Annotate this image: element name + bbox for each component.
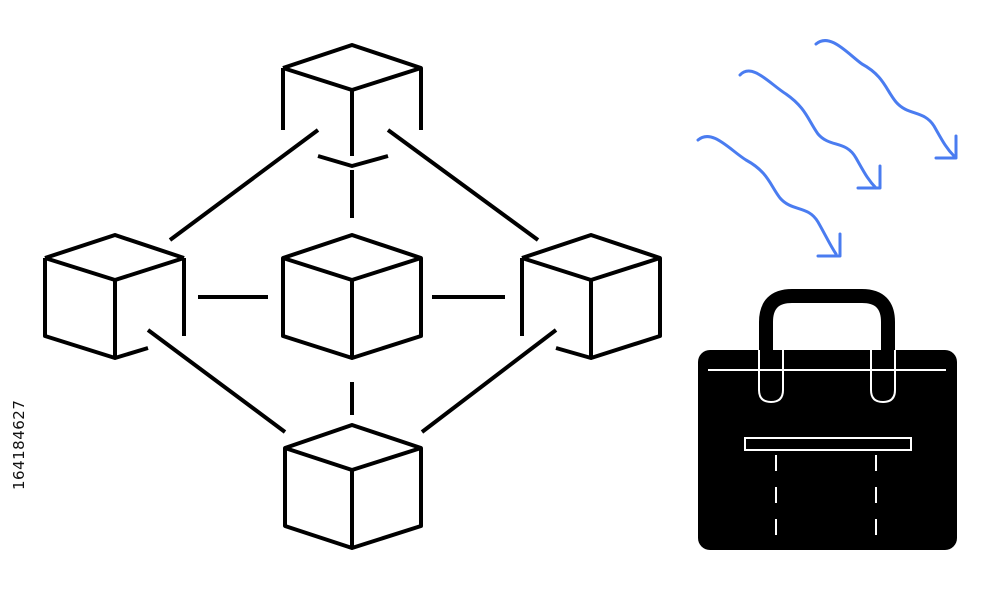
briefcase-handle: [759, 289, 895, 370]
wavy-arrow-left: [696, 135, 842, 258]
cube-right: [520, 233, 662, 360]
cube-center: [281, 233, 423, 360]
cube-top: [281, 43, 423, 168]
briefcase-icon: [698, 289, 957, 550]
network-connectors: [146, 128, 558, 434]
cube-bottom: [283, 423, 423, 550]
wavy-arrow-middle: [738, 69, 882, 190]
briefcase-handle-loops: [758, 350, 896, 404]
wavy-arrows-icon: [696, 39, 958, 258]
briefcase-latch: [744, 437, 912, 451]
blockchain-network-icon: [43, 43, 662, 550]
stock-image-id: 164184627: [10, 399, 28, 490]
wavy-arrow-right: [814, 39, 958, 160]
cube-left: [43, 233, 186, 360]
briefcase-dashed-straps: [775, 455, 877, 545]
